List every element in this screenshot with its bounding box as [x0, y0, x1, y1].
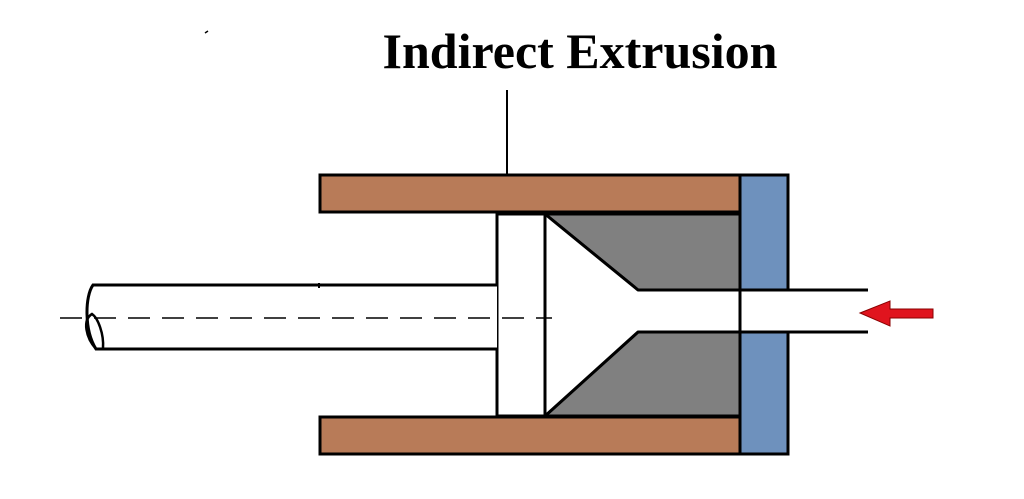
end-plate: [738, 173, 790, 456]
diagram-title: Indirect Extrusion: [383, 23, 778, 79]
extruded-product: [740, 288, 868, 334]
hollow-ram: [85, 283, 497, 351]
container-top-wall: [318, 173, 742, 214]
ram-break-mark: [84, 312, 105, 350]
left-arrow-icon: [858, 300, 934, 327]
die-holder: [495, 212, 547, 418]
stray-mark: [204, 30, 209, 34]
container-bottom-wall: [318, 415, 742, 456]
